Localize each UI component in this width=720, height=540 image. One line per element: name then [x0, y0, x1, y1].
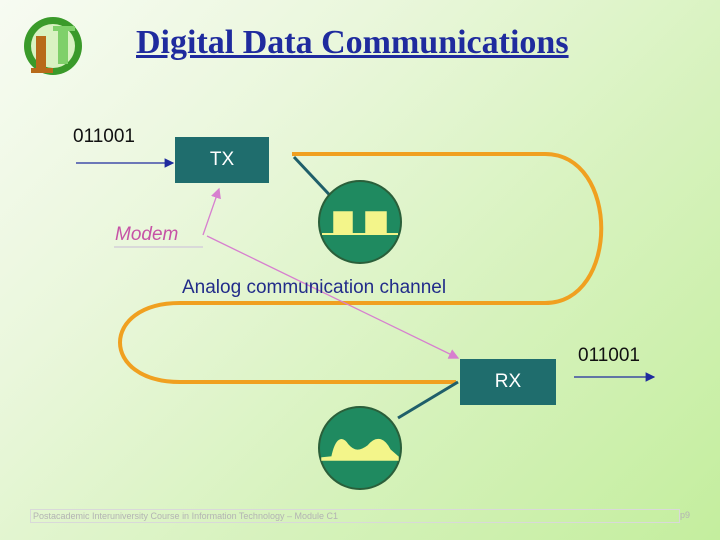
channel-path-upper [180, 152, 604, 305]
rx-scope-probe [397, 380, 459, 420]
channel-path-lower [118, 301, 456, 384]
page-number: p9 [680, 510, 691, 520]
slide-title: Digital Data Communications [136, 24, 569, 61]
tx-scope-display [318, 180, 402, 264]
footer-text: Postacademic Interuniversity Course in I… [30, 509, 680, 523]
modem-label: Modem [115, 224, 179, 245]
analog-signal [321, 438, 399, 461]
rx-scope-display [318, 406, 402, 490]
channel-label: Analog communication channel [182, 277, 447, 298]
transmitter-box: TX [175, 137, 269, 183]
modem-pointer-rx [206, 235, 460, 359]
input-bits: 011001 [73, 126, 135, 147]
logo-icon [24, 17, 82, 75]
modem-pointer-tx [202, 187, 221, 236]
output-bits: 011001 [578, 345, 640, 366]
receiver-box: RX [460, 359, 556, 405]
